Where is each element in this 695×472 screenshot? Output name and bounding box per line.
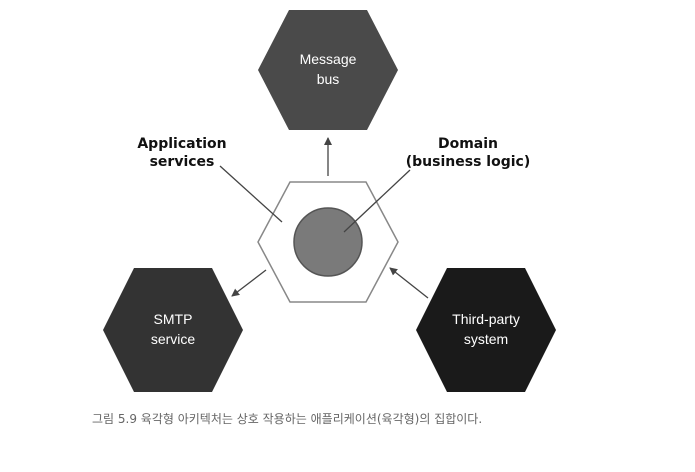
third-party-system-label-line2: system: [464, 331, 508, 347]
application-services-label-line2: services: [150, 154, 215, 170]
smtp-service-label-line1: SMTP: [154, 311, 193, 327]
message-bus-node: Message bus: [258, 10, 398, 130]
domain-label-line2: (business logic): [406, 154, 530, 170]
domain-circle: [293, 207, 363, 277]
domain-label-line1: Domain: [438, 136, 498, 152]
smtp-service-label-line2: service: [151, 331, 196, 347]
figure-caption: 그림 5.9 육각형 아키텍처는 상호 작용하는 애플리케이션(육각형)의 집합…: [92, 412, 483, 426]
hexagonal-architecture-diagram: Message bus SMTP service Third-party sys…: [103, 10, 556, 392]
application-core-node: [257, 181, 399, 303]
third-party-system-node: Third-party system: [416, 268, 556, 392]
smtp-service-hexagon: [103, 268, 243, 392]
third-party-system-label-line1: Third-party: [452, 311, 520, 327]
application-services-label-line1: Application: [137, 136, 226, 152]
arrow-third-party-to-core: [389, 267, 429, 299]
application-services-pointer: [219, 165, 283, 223]
message-bus-label-line2: bus: [317, 71, 340, 87]
arrow-core-to-smtp-service: [231, 269, 267, 297]
message-bus-hexagon: [258, 10, 398, 130]
message-bus-label-line1: Message: [300, 51, 357, 67]
third-party-system-hexagon: [416, 268, 556, 392]
domain-pointer: [343, 169, 411, 233]
smtp-service-node: SMTP service: [103, 268, 243, 392]
